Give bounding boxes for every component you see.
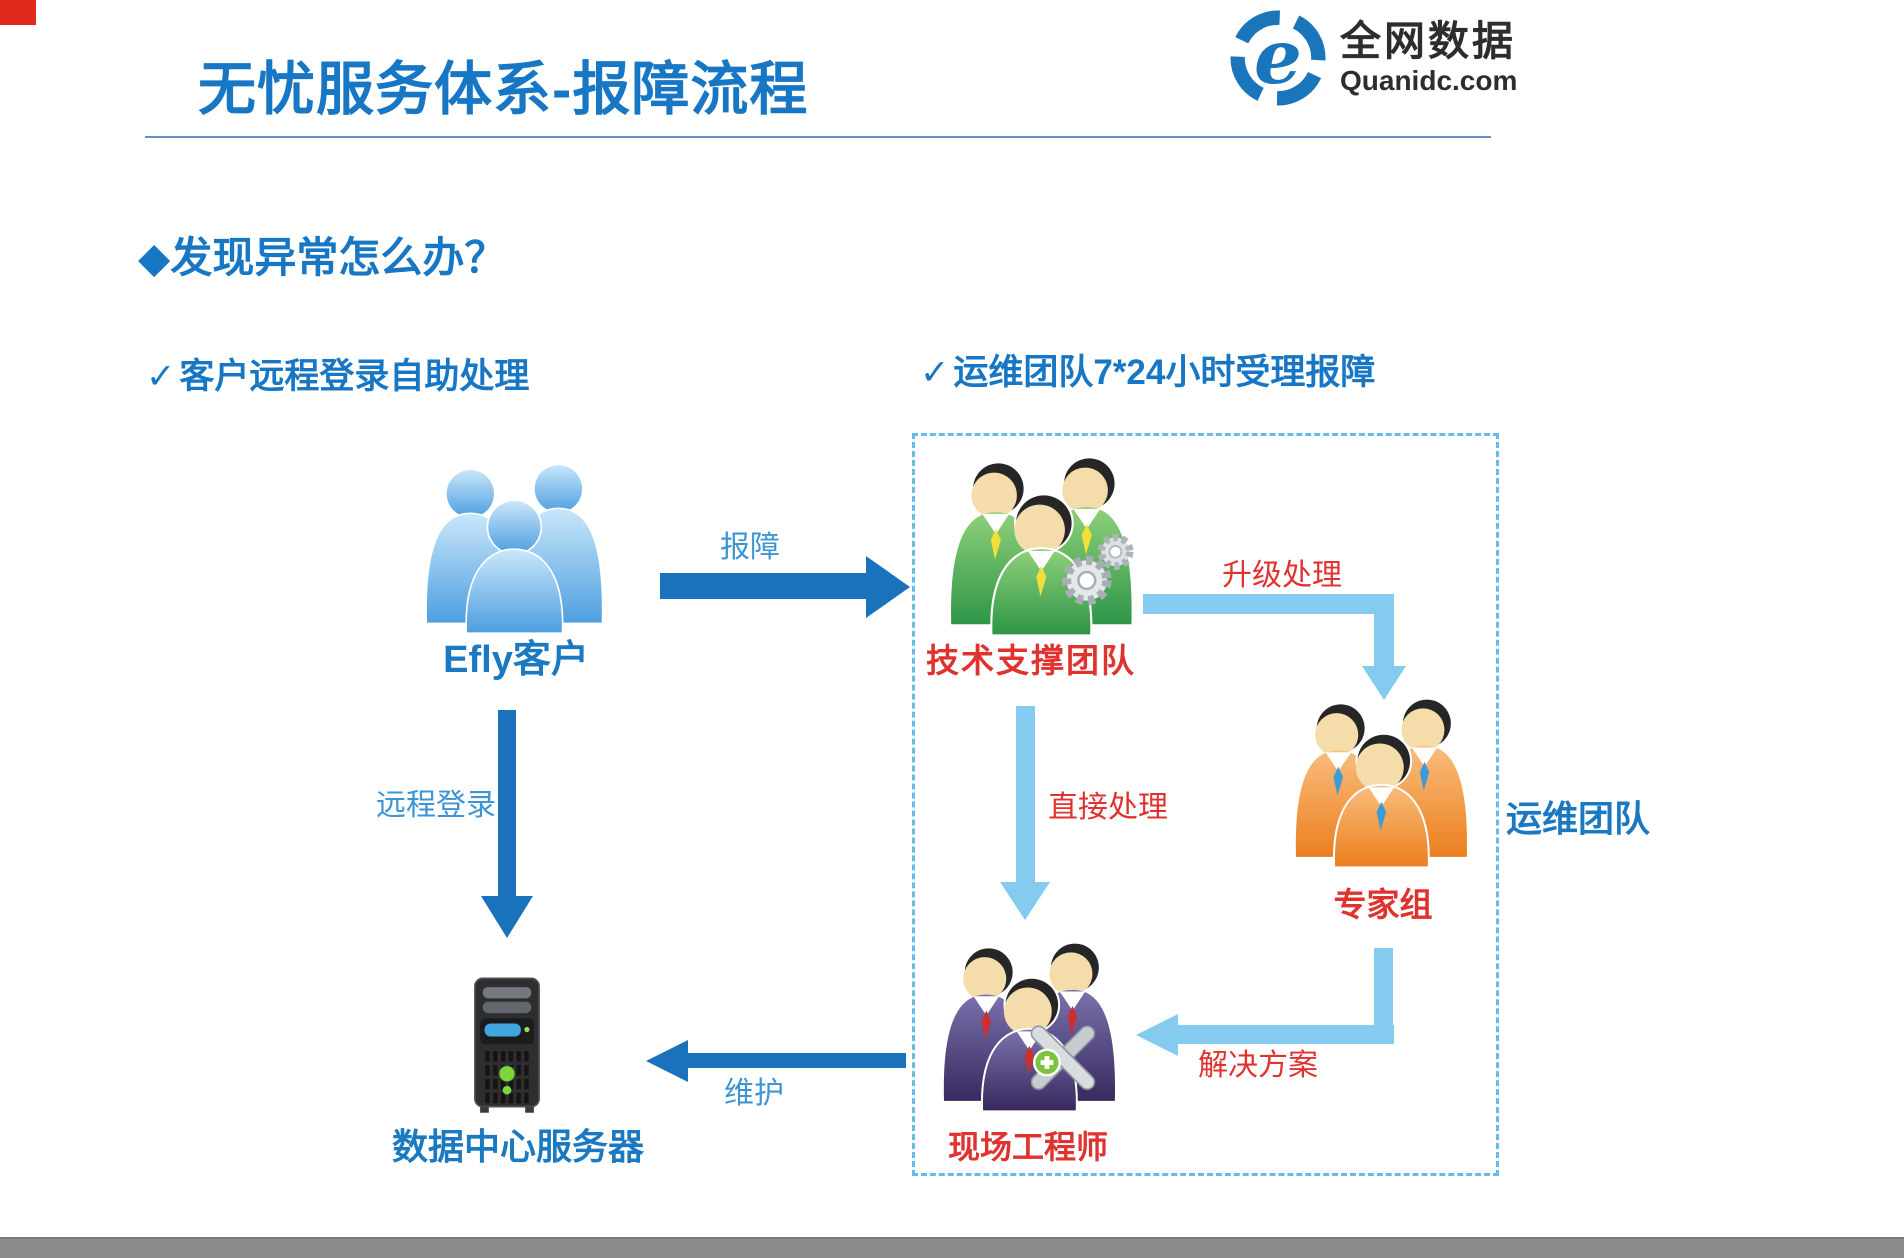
section-heading: ◆发现异常怎么办？	[138, 224, 506, 285]
direct-arrow-head	[1000, 882, 1050, 920]
maintain-arrow-head	[646, 1040, 688, 1082]
bullet-text: 客户远程登录自助处理	[179, 357, 530, 396]
section-heading-text: 发现异常怎么办？	[170, 234, 507, 281]
brand-logo-icon: e	[1230, 10, 1326, 106]
escalate-arrow-hbar	[1143, 594, 1394, 614]
title-underline	[145, 136, 1491, 138]
bullet-text: 运维团队7*24小时受理报障	[953, 353, 1376, 392]
check-icon: ✓	[146, 357, 176, 396]
solution-flow-label: 解决方案	[1198, 1049, 1318, 1082]
field-engineer-icon	[924, 930, 1138, 1112]
ops-team-label: 运维团队	[1506, 798, 1651, 839]
brand-name: 全网数据	[1340, 18, 1516, 65]
page-title: 无忧服务体系-报障流程	[198, 57, 809, 122]
field-engineer-label: 现场工程师	[947, 1129, 1108, 1165]
remote-login-arrow-head	[481, 896, 533, 938]
customer-group-icon	[410, 448, 622, 634]
escalate-arrow-head	[1362, 666, 1406, 700]
report-arrow-head	[866, 556, 910, 618]
escalate-arrow-vbar	[1374, 594, 1394, 668]
remote-login-flow-label: 远程登录	[376, 789, 496, 822]
gears-icon	[1061, 533, 1134, 606]
solution-arrow-hbar	[1178, 1025, 1394, 1044]
expert-group-icon	[1286, 686, 1480, 868]
maintain-arrow-bar	[688, 1053, 906, 1068]
server-label: 数据中心服务器	[391, 1126, 644, 1167]
direct-arrow-bar	[1016, 706, 1035, 884]
bullet-ops-724: ✓运维团队7*24小时受理报障	[920, 344, 1375, 395]
check-icon: ✓	[920, 353, 950, 392]
brand-logo: e 全网数据 Quanidc.com	[1226, 6, 1517, 110]
escalate-flow-label: 升级处理	[1222, 559, 1342, 592]
expert-group-label: 专家组	[1333, 886, 1433, 923]
support-team-label: 技术支撑团队	[926, 642, 1136, 679]
direct-flow-label: 直接处理	[1048, 791, 1168, 824]
solution-arrow-vbar	[1374, 948, 1393, 1044]
bullet-customer-selfservice: ✓客户远程登录自助处理	[146, 348, 529, 399]
diamond-bullet-icon: ◆	[138, 234, 171, 281]
tools-icon	[1030, 1025, 1096, 1090]
remote-login-arrow-bar	[498, 710, 516, 898]
report-flow-label: 报障	[720, 531, 780, 564]
ops-team-boundary	[912, 433, 1499, 1176]
customer-label: Efly客户	[443, 639, 589, 681]
brand-domain: Quanidc.com	[1340, 65, 1518, 97]
report-arrow-bar	[660, 573, 868, 599]
maintain-flow-label: 维护	[724, 1077, 784, 1110]
footer-bar	[0, 1237, 1904, 1258]
corner-marker	[0, 0, 36, 25]
svg-text:e: e	[1254, 12, 1302, 101]
solution-arrow-head	[1136, 1014, 1178, 1056]
server-icon	[468, 972, 546, 1120]
support-team-icon	[930, 444, 1156, 636]
